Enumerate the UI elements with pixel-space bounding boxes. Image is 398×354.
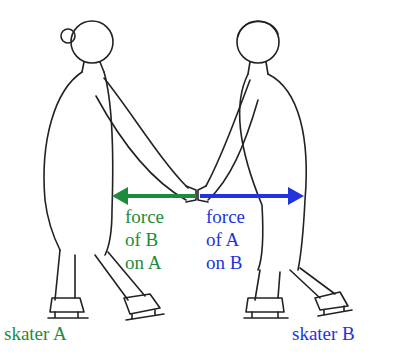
force-label: force of B on A [125,205,173,274]
force-arrow-a-on-b [200,187,304,205]
skater-label: skater A [4,322,67,345]
force-arrow-b-on-a [112,187,196,205]
skater-a-figure [44,21,196,320]
skater-label: skater B [292,322,355,345]
force-label: force of A on B [206,205,254,274]
skater-b-figure [198,21,352,318]
